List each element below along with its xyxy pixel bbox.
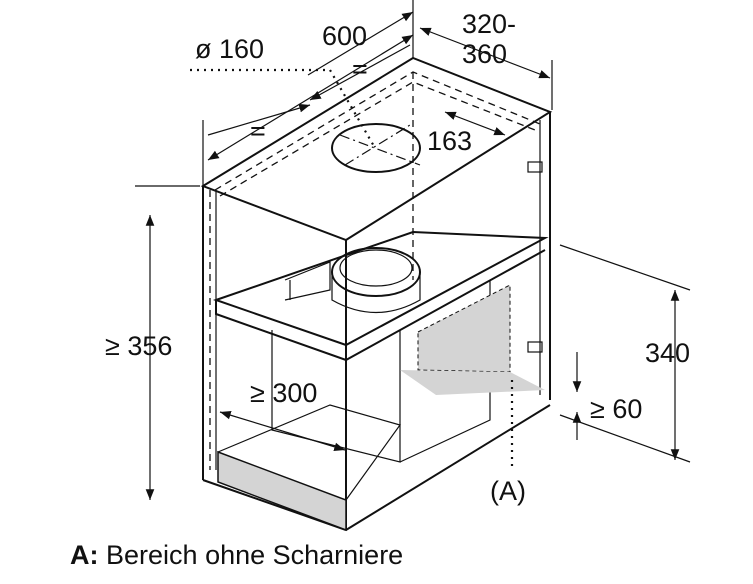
depth-label-1: 320- — [462, 9, 516, 39]
width-label: 600 — [322, 21, 367, 51]
legend-caption: A: Bereich ohne Scharniere — [70, 540, 403, 571]
depth-label-2: 360 — [462, 39, 507, 69]
hood-height-label: 340 — [645, 338, 690, 368]
equal-right-label: = — [352, 54, 368, 84]
dimension-lines — [135, 0, 691, 500]
equal-left-label: = — [250, 116, 266, 146]
legend-text: Bereich ohne Scharniere — [106, 540, 404, 570]
bottom-panel — [217, 450, 347, 532]
legend-key: A: — [70, 540, 99, 570]
min-inner-depth-label: ≥ 300 — [250, 378, 317, 408]
duct-diameter-label: ø 160 — [195, 34, 264, 64]
cabinet-top — [200, 56, 553, 242]
hinge-icon — [527, 161, 543, 173]
area-a-marker: (A) — [490, 476, 526, 506]
min-height-label: ≥ 356 — [105, 331, 172, 361]
cabinet — [200, 56, 553, 532]
duct-offset-label: 163 — [427, 126, 472, 156]
hinge-icon — [527, 341, 543, 353]
min-clearance-label: ≥ 60 — [590, 394, 642, 424]
